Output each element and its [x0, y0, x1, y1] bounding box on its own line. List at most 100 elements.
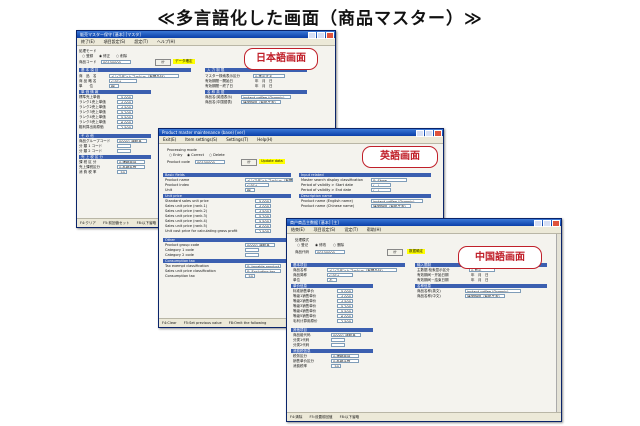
price-row-field[interactable]: 5,500 [255, 219, 271, 223]
fkey-clear[interactable]: F4:Clear [162, 321, 177, 325]
unit-field[interactable]: 個 [109, 84, 119, 88]
cn-name-field[interactable]: 速溶咖啡（有机生态） [241, 100, 281, 104]
name-field[interactable]: インスタントコーヒー（有限会社） [245, 178, 293, 182]
price-row-field[interactable]: 4,000 [337, 294, 353, 298]
cat1-field[interactable] [117, 144, 131, 148]
radio-delete[interactable]: ○ Delete [209, 153, 225, 157]
price-row-field[interactable]: 2,500 [117, 125, 133, 129]
group-field[interactable]: 00001 増肪品 [117, 139, 147, 143]
minimize-icon[interactable] [308, 32, 316, 39]
code-field[interactable]: 00100000 [315, 250, 345, 254]
fkey-clear[interactable]: F4:クリア [80, 221, 96, 225]
start-date-field[interactable]: / / [371, 183, 391, 187]
price-row-field[interactable]: 6,000 [117, 120, 133, 124]
menu-help[interactable]: Help(H) [257, 137, 273, 142]
scrollbar[interactable] [556, 234, 561, 413]
tax2-field[interactable]: 0:外税计算 [331, 359, 359, 363]
price-row-field[interactable]: 5,200 [255, 214, 271, 218]
radio-delete[interactable]: ○ 删除 [333, 243, 345, 247]
fkey-omit[interactable]: F8:以下省略 [339, 415, 360, 419]
end-date-field[interactable]: 年 月 日 [471, 278, 489, 282]
menu-item-settings[interactable]: 项目设定(S) [313, 227, 336, 232]
radio-entry[interactable]: ○ 登记 [297, 243, 309, 247]
close-icon[interactable] [552, 220, 560, 227]
price-row-field[interactable]: 5,000 [337, 289, 353, 293]
menu-settings[interactable]: 设定(T) [344, 227, 358, 232]
start-date-field[interactable]: 年 月 日 [471, 273, 489, 277]
fkey-previous[interactable]: F5:前回値セット [103, 221, 130, 225]
start-date-field[interactable]: 年 月 日 [255, 79, 273, 83]
cn-name-field[interactable]: 速溶咖啡（有机生态） [371, 204, 411, 208]
unit-field[interactable]: 個 [245, 188, 255, 192]
en-name-field[interactable]: instant coffee (Organic) [371, 199, 423, 203]
end-date-field[interactable]: 年 月 日 [255, 84, 273, 88]
search-button[interactable]: ｶﾅ [387, 249, 403, 256]
menu-help[interactable]: ヘルプ(H) [156, 39, 176, 44]
price-row-field[interactable]: 6,000 [337, 314, 353, 318]
menu-exit[interactable]: Exit(E) [163, 137, 177, 142]
cat2-field[interactable] [117, 149, 131, 153]
tax2-field[interactable]: 0: Excluding tax [245, 269, 281, 273]
close-icon[interactable] [434, 130, 442, 137]
price-row-field[interactable]: 2,500 [255, 229, 271, 233]
price-row-field[interactable]: 5,000 [117, 95, 133, 99]
fkey-omit[interactable]: F8:Omit the following [228, 321, 267, 325]
price-row-field[interactable]: 4,500 [337, 299, 353, 303]
price-row-field[interactable]: 4,000 [255, 204, 271, 208]
group-field[interactable]: 00001 增肪品 [331, 333, 361, 337]
price-row-field[interactable]: 2,500 [337, 319, 353, 323]
price-row-field[interactable]: 5,200 [117, 110, 133, 114]
update-data-button[interactable]: Update data [259, 159, 285, 164]
tax-field[interactable]: 0:課税商品 [117, 160, 145, 164]
radio-correct[interactable]: ◉ 修正 [99, 54, 111, 58]
price-row-field[interactable]: 5,200 [337, 304, 353, 308]
unit-field[interactable]: 个 [327, 278, 337, 282]
minimize-icon[interactable] [534, 220, 542, 227]
close-icon[interactable] [326, 32, 334, 39]
fkey-previous[interactable]: F5:设置前回值 [309, 415, 333, 419]
price-row-field[interactable]: 5,500 [337, 309, 353, 313]
en-name-field[interactable]: instant coffee (Organic) [465, 289, 521, 293]
fkey-clear[interactable]: F4:清除 [290, 415, 303, 419]
price-row-field[interactable]: 4,500 [117, 105, 133, 109]
cat2-field[interactable] [331, 343, 345, 347]
cat1-field[interactable] [331, 338, 345, 342]
price-row-field[interactable]: 6,000 [255, 224, 271, 228]
radio-correct[interactable]: ◉ Correct [187, 153, 204, 157]
code-field[interactable]: 00100000 [195, 160, 225, 164]
cat2-field[interactable] [245, 253, 259, 257]
radio-entry[interactable]: ○ Entry [169, 153, 183, 157]
index-field[interactable]: ｲﾝｽﾀﾝﾄ [245, 183, 269, 187]
name-field[interactable]: インスタントコーヒー（有限会社） [327, 268, 397, 272]
data-confirm-button[interactable]: データ確定 [173, 59, 195, 64]
search-button[interactable]: ｶﾅ [155, 59, 171, 66]
maximize-icon[interactable] [543, 220, 551, 227]
radio-correct[interactable]: ◉ 修改 [315, 243, 327, 247]
menu-item-settings[interactable]: 項目設定(S) [103, 39, 126, 44]
fkey-previous[interactable]: F5:Set previous value [183, 321, 222, 325]
index-field[interactable]: ｲﾝｽﾀﾝﾄ [327, 273, 353, 277]
radio-delete[interactable]: ○ 削除 [116, 54, 128, 58]
price-row-field[interactable]: 5,000 [255, 199, 271, 203]
tax3-field[interactable]: 50 [117, 170, 127, 174]
data-confirm-button[interactable]: 数据确定 [407, 249, 425, 254]
menu-exit[interactable]: 終了(E) [81, 39, 95, 44]
tax2-field[interactable]: 0:外税計算 [117, 165, 145, 169]
menu-settings[interactable]: 設定(T) [134, 39, 148, 44]
group-field[interactable]: 00001 増肪品 [245, 243, 275, 247]
fkey-omit[interactable]: F8:以下省略 [136, 221, 157, 225]
tax3-field[interactable]: 50 [245, 274, 255, 278]
cat1-field[interactable] [245, 248, 259, 252]
tax3-field[interactable]: 50 [331, 364, 341, 368]
index-field[interactable]: ｲﾝｽﾀﾝﾄ [109, 79, 137, 83]
end-date-field[interactable]: / / [371, 188, 391, 192]
tax-field[interactable]: 0:课税商品 [331, 354, 359, 358]
maximize-icon[interactable] [425, 130, 433, 137]
search-button[interactable]: ｶﾅ [241, 159, 257, 166]
minimize-icon[interactable] [416, 130, 424, 137]
name-field[interactable]: インスタントコーヒー（有限会社） [109, 74, 179, 78]
code-field[interactable]: 00100000 [101, 60, 131, 64]
menu-item-settings[interactable]: Item settings(S) [185, 137, 218, 142]
price-row-field[interactable]: 4,000 [117, 100, 133, 104]
radio-entry[interactable]: ○ 登録 [82, 54, 94, 58]
